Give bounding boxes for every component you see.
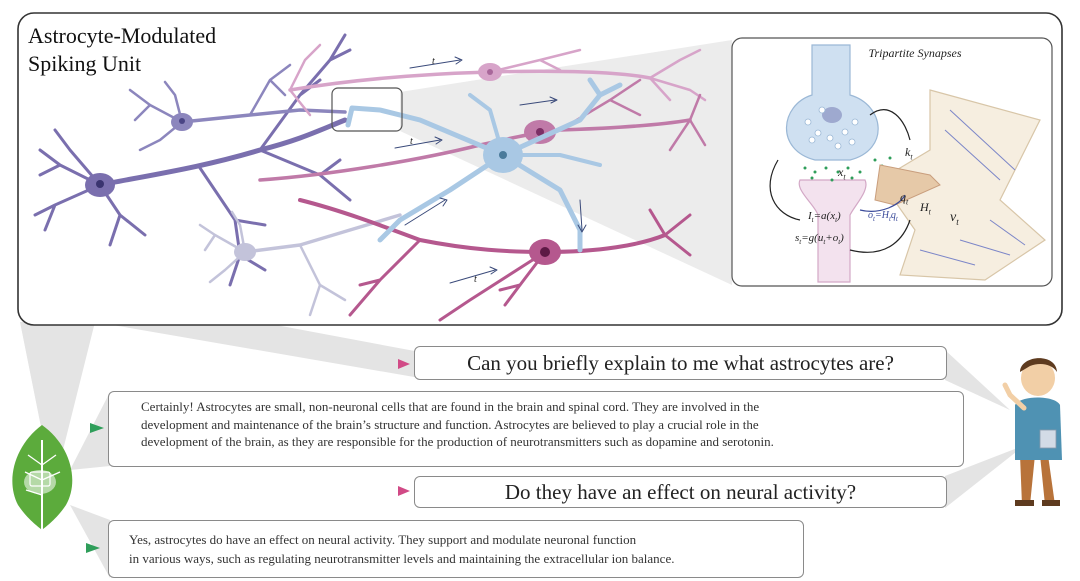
neuron-purple-small [128, 63, 347, 152]
label-k: kt [905, 145, 913, 162]
neuron-purple-large [33, 33, 352, 287]
time-label-middle: t [410, 136, 413, 147]
equation-o: ot=Htqt [868, 210, 898, 223]
tripartite-synapse-inset [731, 37, 1053, 287]
answer-2-line-2: in various ways, such as regulating neur… [129, 551, 675, 566]
answer-bubble-1: Certainly! Astrocytes are small, non-neu… [108, 391, 964, 467]
connector-wedge-user-q2 [945, 445, 1025, 508]
neuron-network [33, 33, 707, 322]
presynaptic-terminal [786, 44, 879, 161]
answer-2-line-1: Yes, astrocytes do have an effect on neu… [129, 532, 637, 547]
connector-wedge-left [20, 322, 95, 462]
q2-pointer-icon [398, 486, 410, 496]
diagram-title: Astrocyte-Modulated Spiking Unit [28, 22, 216, 78]
diagram-title-line-2: Spiking Unit [28, 51, 142, 76]
signal-arrows [394, 56, 587, 284]
answer-1-line-1: Certainly! Astrocytes are small, non-neu… [141, 399, 760, 414]
answer-1-line-2: development and maintenance of the brain… [141, 416, 759, 432]
leaf-brain-icon [12, 425, 73, 530]
astrocyte-process [879, 89, 1046, 281]
answer-1-line-3: development of the brain, as they are re… [141, 434, 774, 449]
neuron-magenta-middle [258, 78, 707, 182]
a1-pointer-icon [90, 423, 104, 433]
connector-wedge-question1 [95, 322, 420, 378]
neuron-pink-top [288, 43, 707, 117]
question-2-text: Do they have an effect on neural activit… [504, 479, 857, 504]
time-label-top: t [432, 56, 435, 67]
question-1-text: Can you briefly explain to me what astro… [467, 350, 894, 375]
label-x: xt [838, 165, 846, 182]
diagram-title-line-1: Astrocyte-Modulated [28, 23, 217, 48]
inset-title: Tripartite Synapses [868, 46, 962, 60]
question-bubble-2: Do they have an effect on neural activit… [414, 476, 947, 508]
label-q: qt [900, 190, 909, 207]
question-bubble-1: Can you briefly explain to me what astro… [414, 346, 947, 380]
connector-wedge-answer2 [70, 505, 110, 578]
equation-s: st=g(ut+ot) [795, 232, 844, 247]
q1-pointer-icon [398, 359, 410, 369]
person-icon [1002, 358, 1062, 506]
label-h: Ht [920, 200, 931, 217]
answer-bubble-2: Yes, astrocytes do have an effect on neu… [108, 520, 804, 578]
connector-wedge-user-q1 [945, 350, 1010, 410]
zoom-region-box [331, 87, 403, 132]
postsynaptic-spine [798, 179, 867, 283]
equation-i: It=a(xt) [808, 210, 841, 225]
astrocyte-endfoot [874, 164, 941, 206]
time-label-bottom: t [474, 274, 477, 285]
neuron-magenta-bottom [298, 198, 692, 322]
astrocyte-cell [345, 77, 623, 253]
a2-pointer-icon [86, 543, 100, 553]
label-v: vt [950, 210, 959, 227]
main-panel-zoom-overlay [400, 40, 732, 285]
